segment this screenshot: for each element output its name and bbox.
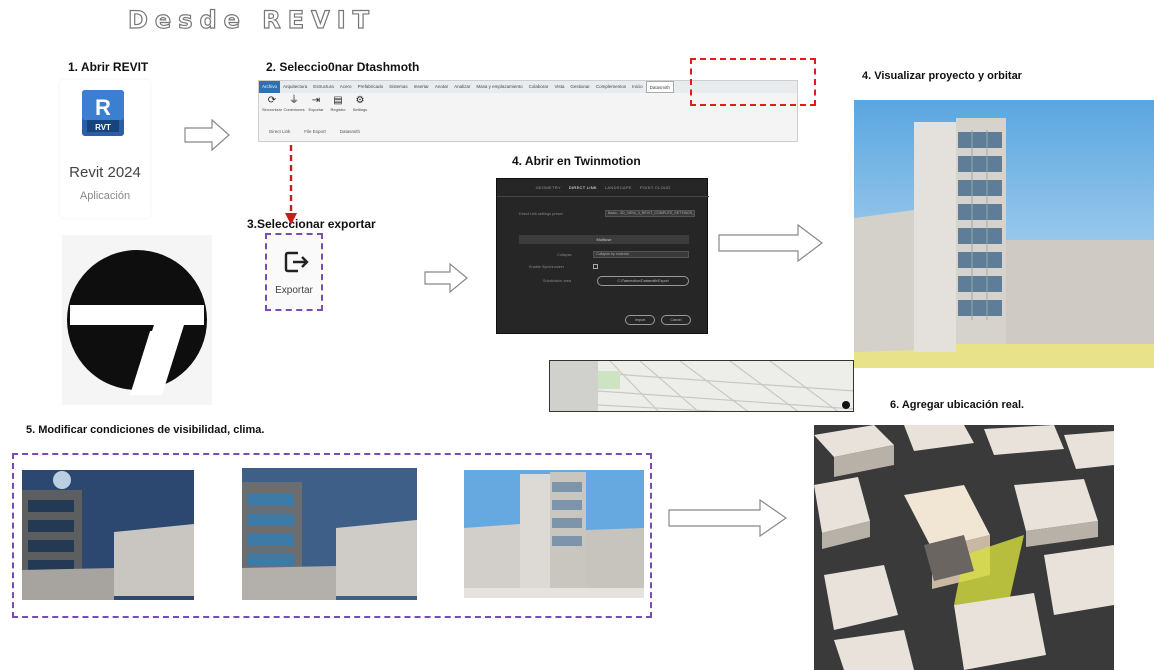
ribbon-tool-label: Conexiones	[283, 107, 305, 112]
ribbon-tab[interactable]: Colaborar	[528, 84, 549, 89]
location-map-strip	[549, 360, 854, 412]
ribbon-tool-icon: ⇥	[311, 95, 321, 106]
ribbon-tool-label: Exportar	[308, 107, 324, 112]
step-3-label: 3.Seleccionar exportar	[247, 217, 376, 231]
weather-thumbnail-night	[22, 470, 194, 600]
dialog-section-header: Multiuse	[519, 235, 689, 244]
cancel-button[interactable]: Cancel	[661, 315, 691, 325]
ribbon-tool-icon: ▤	[333, 95, 343, 106]
ribbon-tab[interactable]: Prefabricado	[357, 84, 384, 89]
weather-thumbnail-cloudy	[242, 468, 417, 600]
ribbon-tool-row: ⟳Sincronizar⏚Conexiones⇥Exportar▤Registr…	[261, 95, 371, 112]
ribbon-group-label: Direct Link	[269, 129, 291, 134]
step-4b-label: 4. Visualizar proyecto y orbitar	[862, 70, 1022, 82]
export-button-label: Exportar	[275, 285, 313, 296]
twinmotion-logo-panel	[62, 235, 212, 405]
ribbon-tab[interactable]: Analizar	[454, 84, 471, 89]
ribbon-tool-button[interactable]: ▤Registro	[327, 95, 349, 112]
dialog-tab[interactable]: LANDSCAPE	[604, 185, 632, 190]
ribbon-tab[interactable]: Acero	[339, 84, 352, 89]
subdivision-path-button[interactable]: C:\Twinmotion\Datasmith\Export	[597, 276, 689, 286]
enable-sync-label: Enable Synchronizer	[529, 265, 565, 269]
ribbon-tab[interactable]: Arquitectura	[283, 84, 308, 89]
hollow-arrow-icon	[184, 118, 230, 152]
step-4a-label: 4. Abrir en Twinmotion	[512, 154, 641, 168]
ribbon-tab[interactable]: Datasmith	[645, 81, 674, 93]
revit-logo-letter: R	[95, 95, 111, 120]
ribbon-tool-button[interactable]: ⏚Conexiones	[283, 95, 305, 112]
ribbon-tool-label: Registro	[330, 107, 346, 112]
step-6-label: 6. Agregar ubicación real.	[890, 399, 1025, 411]
ribbon-tab[interactable]: Insertar	[413, 84, 429, 89]
datasmith-tab-highlight	[690, 58, 816, 106]
ribbon-tab[interactable]: Masa y emplazamiento	[476, 84, 523, 89]
dialog-divider	[497, 196, 709, 197]
ribbon-group-row: Direct Link File Export Datasmith	[269, 129, 360, 134]
ribbon-group-label: Datasmith	[339, 129, 361, 134]
step-1-label: 1. Abrir REVIT	[68, 60, 149, 74]
step-5-label: 5. Modificar condiciones de visibilidad,…	[26, 424, 265, 436]
export-icon	[284, 251, 309, 273]
dialog-tab[interactable]: POINT CLOUD	[639, 185, 671, 190]
ribbon-tool-label: Settings	[352, 107, 368, 112]
collapse-select[interactable]: Collapse by material	[593, 251, 689, 258]
ribbon-tool-button[interactable]: ⟳Sincronizar	[261, 95, 283, 112]
revit-logo-badge: RVT	[95, 123, 111, 132]
ribbon-group-label: File Export	[304, 129, 326, 134]
collapse-label: Collapse	[557, 253, 572, 257]
ribbon-tab[interactable]: Complementos	[595, 84, 627, 89]
ribbon-tool-icon: ⏚	[289, 95, 299, 106]
direct-link-label: Direct Link settings preset	[519, 212, 563, 216]
ribbon-tool-button[interactable]: ⚙Settings	[349, 95, 371, 112]
hollow-arrow-icon	[424, 262, 468, 294]
ribbon-tab[interactable]: Gestionar	[570, 84, 590, 89]
subdivision-label: Subdivision area	[543, 279, 572, 283]
revit-app-tile[interactable]: R RVT Revit 2024 Aplicación	[60, 80, 150, 218]
hollow-arrow-icon	[718, 223, 823, 263]
step-2-label: 2. Seleccio0nar Dtashmoth	[266, 60, 420, 74]
dialog-tab-bar: GEOMETRY DIRECT LINK LANDSCAPE POINT CLOUD	[497, 185, 709, 190]
dialog-tab[interactable]: DIRECT LINK	[568, 185, 597, 190]
ribbon-tab[interactable]: Vista	[554, 84, 565, 89]
revit-app-subtitle: Aplicación	[79, 190, 131, 202]
dialog-tab[interactable]: GEOMETRY	[535, 185, 561, 190]
weather-variations-group	[12, 453, 652, 618]
revit-logo-icon: R RVT	[82, 90, 124, 136]
hollow-arrow-icon	[668, 498, 788, 538]
import-button[interactable]: Import	[625, 315, 655, 325]
ribbon-tab[interactable]: Estructura	[313, 84, 334, 89]
ribbon-tab[interactable]: Inicio	[632, 84, 643, 89]
twinmotion-logo-icon	[67, 250, 207, 395]
enable-sync-checkbox[interactable]	[593, 264, 598, 269]
direct-link-preset-select[interactable]: Basic - 3D_VIEW_3_REVIT_COMPUTE_SETTINGS…	[605, 210, 695, 217]
export-button[interactable]: Exportar	[265, 233, 323, 311]
ribbon-tab[interactable]: Archivo	[259, 81, 281, 93]
revit-app-name: Revit 2024	[69, 164, 141, 181]
ribbon-tool-icon: ⚙	[355, 95, 365, 106]
ribbon-tool-icon: ⟳	[267, 95, 277, 106]
down-arrow-icon	[285, 145, 297, 225]
ribbon-tab[interactable]: Anotar	[434, 84, 449, 89]
weather-thumbnail-clear	[464, 470, 644, 598]
ribbon-tool-button[interactable]: ⇥Exportar	[305, 95, 327, 112]
ribbon-tab[interactable]: Sistemas	[389, 84, 408, 89]
city-location-render	[814, 425, 1114, 670]
building-render-image	[854, 100, 1154, 368]
ribbon-tool-label: Sincronizar	[261, 107, 282, 112]
page-title: Desde REVIT	[127, 5, 377, 34]
